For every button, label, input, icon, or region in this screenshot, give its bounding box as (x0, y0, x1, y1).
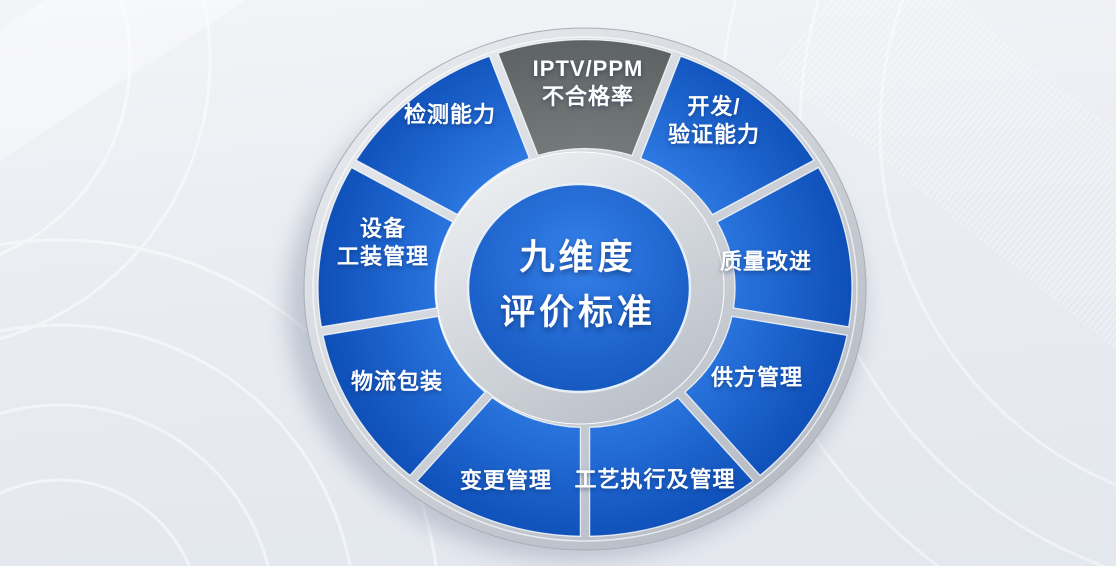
segment-slice-logistics-packaging (322, 315, 487, 477)
segment-slice-supplier-management (683, 315, 848, 477)
wheel-plate-bevel (312, 36, 858, 542)
segment-slice-testing-capability (355, 55, 531, 216)
segment-slice-change-management (415, 396, 582, 537)
center-circle (466, 182, 692, 394)
background-arcs-left (0, 0, 438, 566)
segment-slice-iptv-ppm-defect-rate (497, 38, 673, 157)
wheel-segments (317, 38, 853, 537)
light-band-top-left (0, 0, 273, 213)
hatch-band-top-right (773, 0, 1116, 475)
segment-slice-quality-improvement (716, 166, 853, 328)
segment-slice-development-verification-capability (639, 55, 815, 216)
segment-slice-process-execution-and-management (588, 396, 755, 537)
segment-slice-equipment-tooling-management (317, 166, 454, 328)
